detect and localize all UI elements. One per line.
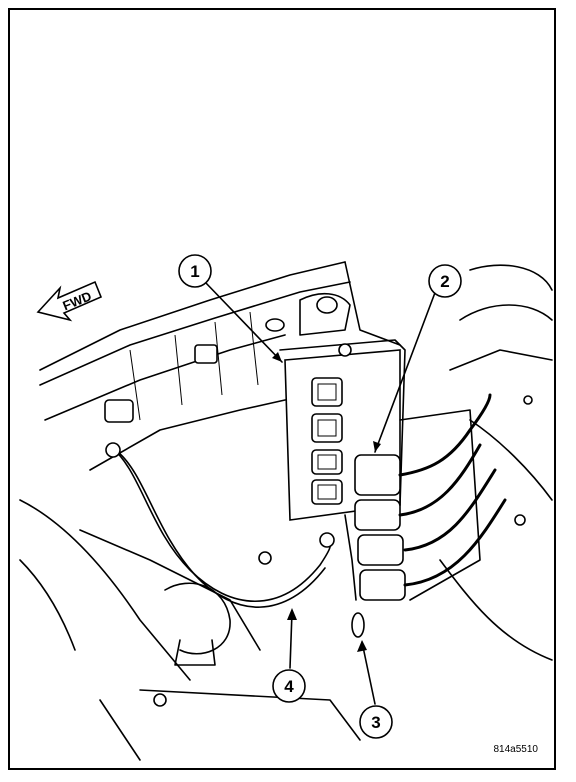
diagram-frame xyxy=(8,8,556,770)
callout-3-number: 3 xyxy=(371,713,380,732)
right-structure xyxy=(439,264,553,661)
callout-4-number: 4 xyxy=(284,677,294,696)
callout-1: 1 xyxy=(178,254,212,288)
callout-4: 4 xyxy=(272,669,306,703)
callout-2-number: 2 xyxy=(440,272,449,291)
callout-3: 3 xyxy=(359,705,393,739)
figure-reference: 814a5510 xyxy=(494,744,539,755)
leader-lines xyxy=(204,281,437,705)
ground-wire xyxy=(105,442,335,608)
pcm-connectors xyxy=(354,393,507,601)
pcm-module xyxy=(279,339,406,521)
wheel-well xyxy=(19,499,361,761)
fwd-arrow-icon: FWD xyxy=(36,280,103,322)
cowl-panel xyxy=(39,261,401,471)
callout-1-number: 1 xyxy=(190,262,199,281)
direction-label: FWD xyxy=(61,288,94,313)
ground-bolt xyxy=(344,514,365,638)
callout-2: 2 xyxy=(428,264,462,298)
